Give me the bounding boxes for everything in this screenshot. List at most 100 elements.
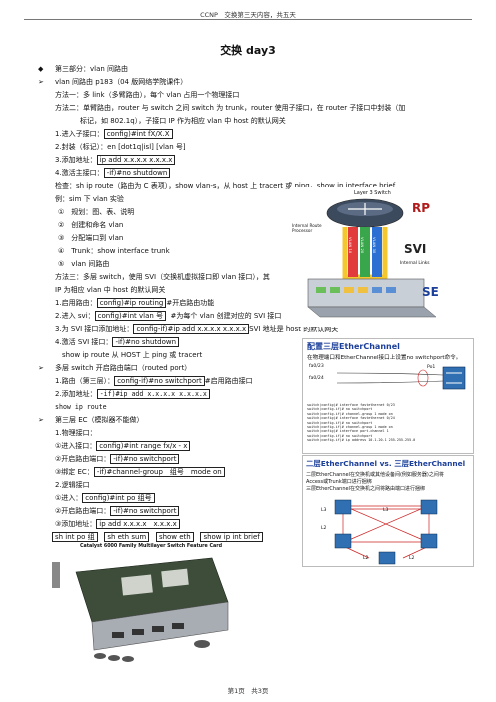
step-line: 1.路由（第三层）：config-if)#no switchport#启用路由接… (55, 376, 253, 386)
layer3-switch-graphic (307, 198, 437, 318)
list-item: ① 规划：图、表、说明 (58, 208, 135, 216)
internal-links-label: Internal Links (400, 261, 430, 266)
step-label: ②开启路由端口： (55, 455, 111, 463)
step-line: ③添加地址：ip add x.x.x.x x.x.x.x (55, 519, 180, 529)
vlan-label: VLAN 10 (348, 237, 353, 254)
arrow-bullet-icon: ➢ (38, 416, 44, 424)
text-line: show ip route (55, 403, 107, 411)
step-line: 2.进入 svi：config)#int vlan 号 #为每个 vlan 创建… (55, 311, 282, 321)
text-line: 多层 switch 开启路由端口（routed port） (55, 364, 192, 372)
command-box: sh int po 组 (52, 532, 98, 542)
step-label: 3.为 SVI 接口添加地址： (55, 325, 134, 333)
command-box: config-if)#ip add x.x.x.x x.x.x.x (133, 324, 250, 334)
list-item: ⑤ vlan 间路由 (58, 260, 110, 268)
vlan-label: VLAN 30 (372, 237, 377, 254)
command-box: -if)#no switchport (110, 454, 180, 464)
text-line: 2.逻辑接口 (55, 481, 90, 489)
step-line: ②开启路由端口：-if)#no switchport (55, 454, 180, 464)
internal-route-processor-label: Internal Route Processor (292, 223, 322, 233)
step-label: 4.激活主接口： (55, 169, 104, 177)
text-line: 检查：sh ip route（路由为 C 表项），show vlan-s，从 h… (55, 182, 396, 190)
text-line: 2.封装（标记）：en [dot1q|isl] [vlan 号] (55, 143, 186, 151)
command-box: sh eth sum (104, 532, 150, 542)
step-note: SVI 地址是 host 的默认网关 (249, 325, 339, 333)
list-item: ② 创建和命名 vlan (58, 221, 124, 229)
step-label: ①进入： (55, 494, 83, 502)
step-label: 2.添加地址： (55, 390, 97, 398)
layer3-switch-label: Layer 3 Switch (354, 190, 391, 196)
section-heading: 第三部分：vlan 间路由 (55, 65, 129, 73)
step-label: 4.激活 SVI 接口： (55, 338, 113, 346)
layer-label: L2 (363, 556, 369, 561)
command-box: -if)#no switchport (110, 506, 180, 516)
step-line: 4.激活 SVI 接口：-if)#no shutdown (55, 337, 180, 347)
command-box: config)#ip routing (96, 298, 167, 308)
step-line: 1.启用路由：config)#ip routing#开启路由功能 (55, 298, 214, 308)
step-line: ②开启路由端口：-if)#no switchport (55, 506, 180, 516)
ec-config-panel: 配置三层EtherChannel 在物理端口和EtherChannel接口上设置… (302, 338, 474, 454)
layer-label: L3 (321, 508, 327, 513)
text-line: 例：sim 下 vlan 实验 (55, 195, 124, 203)
page-footer: 第1页 共3页 (227, 687, 269, 695)
text-line: 1.物理接口： (55, 429, 97, 437)
step-line: 1.进入子接口：config)#int fX/X.X (55, 129, 173, 139)
command-box: config-if)#no switchport (114, 376, 205, 386)
layer-label: L3 (383, 508, 389, 513)
command-box: -if)#no shutdown (103, 168, 171, 178)
msfc-product-image: Catalyst 6000 Family Multilayer Switch F… (52, 544, 232, 668)
step-label: ②开启路由端口： (55, 507, 111, 515)
header-rule (24, 19, 472, 20)
se-label: SE (422, 285, 439, 299)
text-line: 方法一：多 link（多臂路由），每个 vlan 占用一个物理接口 (55, 91, 240, 99)
step-label: ③绑定 EC： (55, 468, 94, 476)
step-label: 2.进入 svi： (55, 312, 95, 320)
product-caption: Catalyst 6000 Family Multilayer Switch F… (80, 544, 223, 549)
layer-label: L2 (409, 556, 415, 561)
switch-module-graphic (52, 557, 229, 662)
ec-compare-panel: 二层EtherChannel vs. 三层EtherChannel 二层Ethe… (302, 455, 474, 567)
step-line: 2.添加地址：-if)#ip add x.x.x.x x.x.x.x (55, 389, 210, 399)
text-line: vlan 间路由 p183（04 版网络学院课件） (55, 78, 188, 86)
text-line: 方法三：多层 switch，使用 SVI（交换机虚拟接口即 vlan 接口），其 (55, 273, 270, 281)
vlan-label: VLAN 20 (360, 237, 365, 254)
svi-label: SVI (404, 242, 427, 256)
step-note: #为每个 vlan 创建对应的 SVI 接口 (170, 312, 282, 320)
port-label: fa0/23 (309, 364, 324, 369)
page-header: CCNP 交换第三天内容，共五天 (200, 11, 296, 19)
step-line: 4.激活主接口：-if)#no shutdown (55, 168, 171, 178)
command-box: -if)#no shutdown (112, 337, 180, 347)
text-line: 标记，如 802.1q），子接口 IP 作为相应 vlan 中 host 的默认… (80, 117, 286, 125)
layer-label: L2 (321, 526, 327, 531)
rp-label: RP (412, 201, 431, 215)
step-label: 1.进入子接口： (55, 130, 104, 138)
command-box: ip add x.x.x.x x.x.x.x (96, 155, 176, 165)
ec-compare-topology-graphic (334, 499, 438, 565)
ec-compare-text: Access或Trunk端口进行捆绑 (306, 479, 372, 485)
ec-config-subtitle: 在物理端口和EtherChannel接口上设置no switchport命令。 (307, 355, 462, 361)
ec-topology-graphic (336, 366, 466, 390)
command-box: config)#int vlan 号 (94, 311, 167, 321)
ec-config-title: 配置三层EtherChannel (307, 342, 400, 351)
command-box: config)#int range fx/x - x (96, 441, 191, 451)
command-box: config)#int po 组号 (82, 493, 155, 503)
diamond-bullet-icon: ◆ (38, 65, 44, 73)
step-label: 1.启用路由： (55, 299, 97, 307)
text-line: 第三层 EC（模拟器不能做） (55, 416, 144, 424)
port-label: fa0/24 (309, 376, 324, 381)
list-item: ③ 分配端口到 vlan (58, 234, 124, 242)
arrow-bullet-icon: ➢ (38, 364, 44, 372)
text-line: 方法二：单臂路由，router 与 switch 之间 switch 为 tru… (55, 104, 406, 112)
text-line: IP 为相应 vlan 中 host 的默认网关 (55, 286, 166, 294)
step-line: ①进入接口：config)#int range fx/x - x (55, 441, 191, 451)
arrow-bullet-icon: ➢ (38, 78, 44, 86)
step-label: ③添加地址： (55, 520, 97, 528)
command-box: show eth (155, 532, 194, 542)
command-box: show ip int brief (200, 532, 263, 542)
list-item: ④ Trunk：show interface trunk (58, 247, 170, 255)
command-box: ip add x.x.x.x x.x.x.x (96, 519, 180, 529)
step-line: ③绑定 EC：-if)#channel-group 组号 mode on (55, 467, 225, 477)
ec-compare-title: 二层EtherChannel vs. 三层EtherChannel (306, 459, 466, 468)
step-label: 1.路由（第三层）： (55, 377, 115, 385)
command-row: sh int po 组 sh eth sum show eth show ip … (52, 532, 263, 542)
ec-config-commands: switch(config)# interface fastethernet 0… (307, 403, 416, 443)
